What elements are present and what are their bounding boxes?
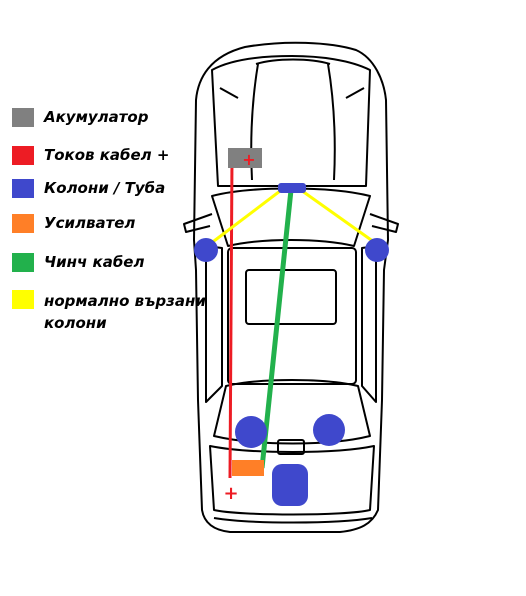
car-body bbox=[193, 41, 389, 533]
amplifier-plus-symbol: + bbox=[223, 483, 238, 504]
battery-plus-symbol: + bbox=[242, 150, 255, 169]
legend-swatch-rca-cable bbox=[12, 253, 34, 272]
legend-swatch-battery bbox=[12, 108, 34, 127]
hood-side-r bbox=[345, 87, 365, 99]
hood-front bbox=[255, 58, 331, 65]
legend-label-battery: Акумулатор bbox=[44, 108, 149, 126]
legend-label-rca-cable: Чинч кабел bbox=[44, 253, 145, 271]
legend-swatch-speaker-wires bbox=[12, 290, 34, 309]
side-window-left bbox=[205, 245, 223, 403]
sunroof bbox=[245, 269, 337, 325]
legend-item-rca-cable: Чинч кабел bbox=[12, 253, 144, 272]
subwoofer bbox=[272, 464, 308, 506]
speaker-front-right bbox=[365, 238, 389, 262]
windshield bbox=[211, 187, 371, 247]
legend-swatch-amplifier bbox=[12, 214, 34, 233]
car-outline bbox=[183, 41, 399, 533]
hood-outline bbox=[211, 55, 371, 187]
speaker-rear-right bbox=[313, 414, 345, 446]
power-cable-line bbox=[228, 157, 234, 479]
battery: + bbox=[228, 148, 262, 169]
battery-box bbox=[228, 148, 262, 168]
speaker-wire-right bbox=[297, 186, 375, 244]
rca-cable bbox=[259, 189, 294, 469]
speaker-wires bbox=[209, 186, 375, 246]
legend-label-speaker-wires: нормално вързани колони bbox=[44, 292, 206, 332]
rear-bumper bbox=[213, 517, 373, 524]
mirror-right bbox=[369, 213, 399, 233]
legend-item-amplifier: Усилвател bbox=[12, 214, 135, 233]
trunk-lock bbox=[277, 439, 305, 455]
legend-item-speaker-wires: нормално вързани колони bbox=[12, 290, 214, 334]
rca-cable-line bbox=[259, 189, 294, 469]
side-window-right bbox=[361, 245, 377, 403]
legend-label-speakers: Колони / Туба bbox=[44, 179, 166, 197]
legend-label-amplifier: Усилвател bbox=[44, 214, 136, 232]
speaker-front-left bbox=[194, 238, 218, 262]
legend-item-speakers: Колони / Туба bbox=[12, 179, 165, 198]
speaker-rear-left bbox=[235, 416, 267, 448]
power-cable bbox=[228, 157, 234, 479]
hood-line-right bbox=[327, 63, 336, 181]
legend-label-power-cable: Токов кабел + bbox=[44, 146, 170, 164]
legend-item-battery: Акумулатор bbox=[12, 108, 148, 127]
roof bbox=[227, 247, 357, 385]
amplifier bbox=[232, 460, 264, 476]
head-unit bbox=[278, 183, 306, 193]
speaker-wire-left bbox=[209, 186, 285, 246]
legend-swatch-power-cable bbox=[12, 146, 34, 165]
mirror-left bbox=[183, 213, 213, 233]
legend-item-power-cable: Токов кабел + bbox=[12, 146, 169, 165]
hood-side-l bbox=[219, 87, 239, 99]
legend-swatch-speakers bbox=[12, 179, 34, 198]
